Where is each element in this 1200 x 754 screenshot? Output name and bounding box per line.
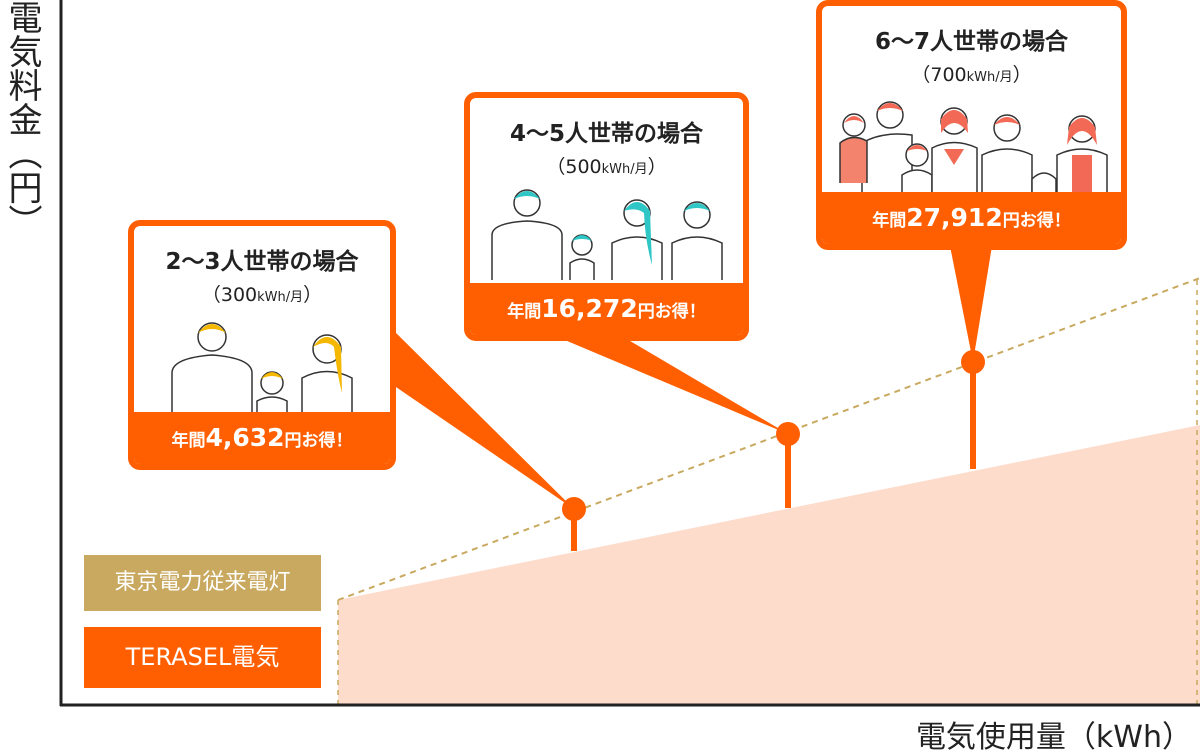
- x-axis-label: 電気使用量（kWh）: [915, 720, 1192, 754]
- legend-terasel: TERASEL電気: [84, 627, 321, 688]
- y-axis-label: 電気料金（円）: [2, 0, 42, 238]
- callout-tail-2: [560, 338, 788, 434]
- family-illustration: [838, 101, 1108, 203]
- callout-4-5-person: 4〜5人世帯の場合 （500kWh/月） 年間16,272円お得！: [464, 92, 749, 341]
- callout-usage: （700kWh/月）: [911, 64, 1032, 86]
- family-illustration: [490, 189, 723, 280]
- callout-title: 6〜7人世帯の場合: [874, 29, 1068, 55]
- point-500kwh: [776, 422, 800, 446]
- savings-banner: 年間4,632円お得！: [134, 412, 390, 464]
- callout-title: 4〜5人世帯の場合: [509, 121, 703, 147]
- point-300kwh: [562, 497, 586, 521]
- legend-tepco: 東京電力従来電灯: [84, 555, 321, 611]
- callout-tail-1: [393, 330, 574, 509]
- callout-tail-3: [950, 246, 992, 362]
- callout-usage: （500kWh/月）: [546, 156, 667, 178]
- family-illustration: [171, 322, 353, 423]
- callout-usage: （300kWh/月）: [201, 284, 323, 306]
- callout-6-7-person: 6〜7人世帯の場合 （700kWh/月） 年間27,912円お得！: [816, 0, 1127, 250]
- callout-2-3-person: 2〜3人世帯の場合 （300kWh/月） 年間4,632円お得！: [128, 220, 396, 470]
- point-700kwh: [961, 350, 985, 374]
- terasel-area: [338, 425, 1200, 705]
- savings-banner: 年間27,912円お得！: [822, 192, 1121, 244]
- savings-banner: 年間16,272円お得！: [470, 283, 743, 335]
- callout-title: 2〜3人世帯の場合: [165, 249, 359, 275]
